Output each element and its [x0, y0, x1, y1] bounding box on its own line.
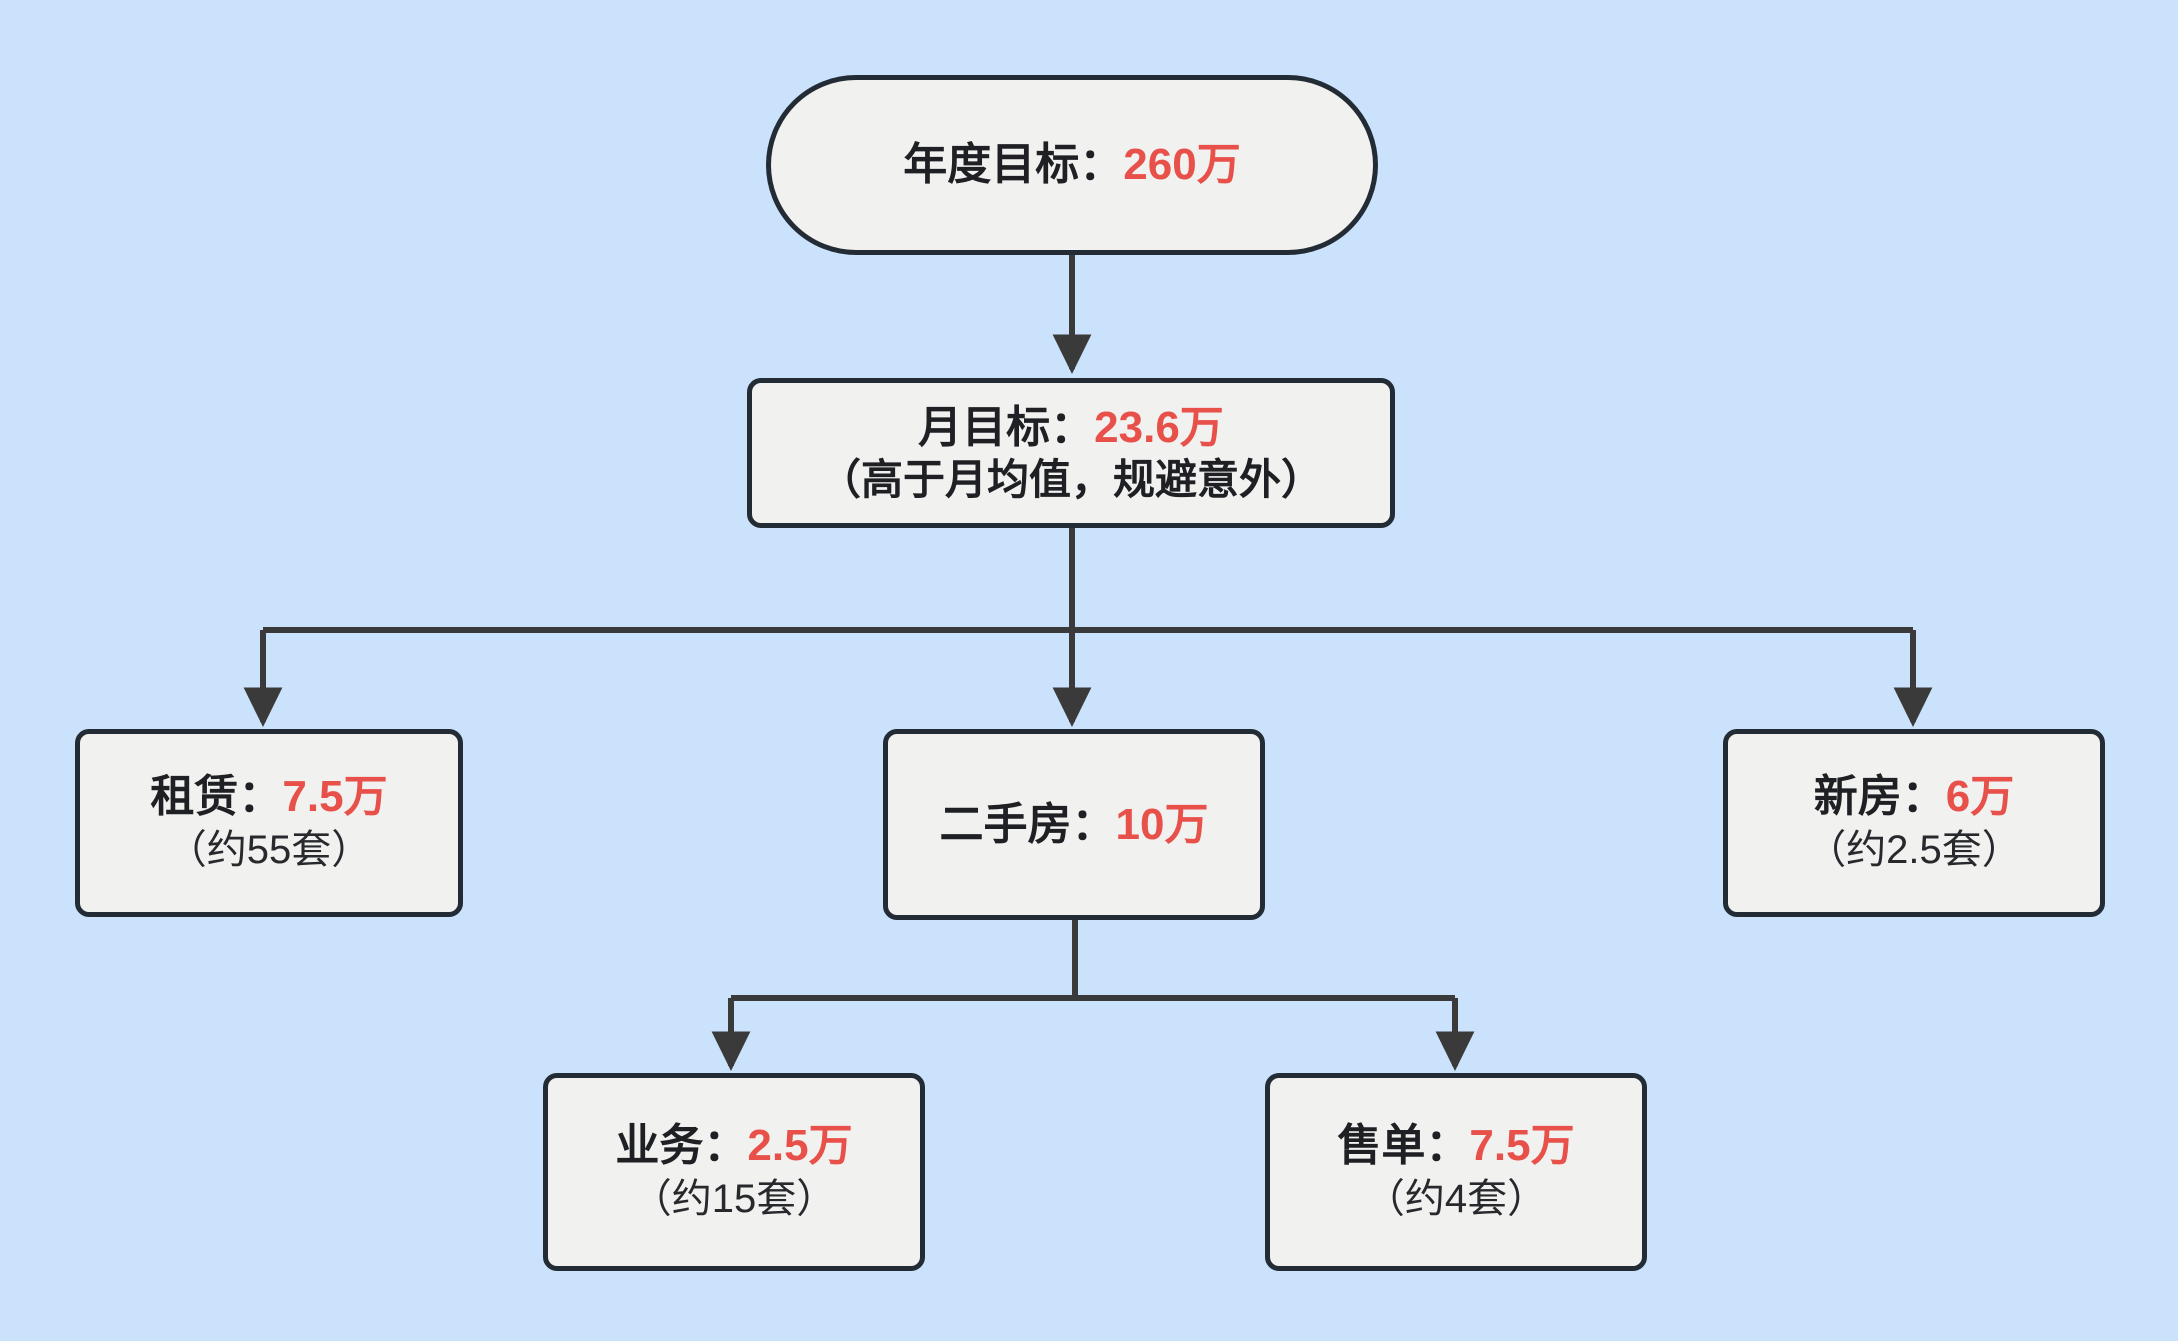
node-annual-target[interactable]: 年度目标：260万	[766, 75, 1378, 255]
node-resale-value: 10万	[1115, 799, 1209, 849]
node-business[interactable]: 业务：2.5万 （约15套）	[543, 1073, 925, 1271]
edge-resale-stem	[731, 920, 1455, 1001]
node-rental[interactable]: 租赁：7.5万 （约55套）	[75, 729, 463, 917]
node-new-house-note: （约2.5套）	[1806, 827, 2022, 872]
node-monthly-target-value: 23.6万	[1094, 402, 1224, 452]
node-rental-label: 租赁：7.5万	[150, 770, 387, 824]
node-closing-order-prefix: 售单：	[1337, 1121, 1470, 1171]
node-annual-target-label: 年度目标：260万	[903, 138, 1240, 192]
node-new-house-prefix: 新房：	[1813, 772, 1946, 822]
node-closing-order-value: 7.5万	[1469, 1121, 1575, 1171]
node-rental-prefix: 租赁：	[150, 772, 283, 822]
node-rental-value: 7.5万	[282, 772, 388, 822]
node-monthly-target[interactable]: 月目标：23.6万 （高于月均值，规避意外）	[747, 378, 1395, 528]
node-business-label: 业务：2.5万	[615, 1119, 852, 1173]
node-rental-note: （约55套）	[166, 827, 372, 872]
node-closing-order-note: （约4套）	[1364, 1176, 1548, 1221]
node-monthly-target-prefix: 月目标：	[918, 402, 1095, 452]
node-monthly-target-note: （高于月均值，规避意外）	[818, 456, 1323, 504]
node-business-note: （约15套）	[631, 1176, 837, 1221]
node-business-prefix: 业务：	[615, 1121, 748, 1171]
node-monthly-target-label: 月目标：23.6万	[918, 401, 1224, 455]
node-new-house[interactable]: 新房：6万 （约2.5套）	[1723, 729, 2105, 917]
node-closing-order-label: 售单：7.5万	[1337, 1119, 1574, 1173]
node-business-value: 2.5万	[747, 1121, 853, 1171]
node-new-house-value: 6万	[1945, 772, 2015, 822]
node-closing-order[interactable]: 售单：7.5万 （约4套）	[1265, 1073, 1647, 1271]
node-annual-target-value: 260万	[1123, 140, 1241, 190]
node-new-house-label: 新房：6万	[1814, 770, 2014, 824]
node-resale[interactable]: 二手房：10万	[883, 729, 1265, 920]
node-resale-label: 二手房：10万	[940, 798, 1209, 852]
node-annual-target-prefix: 年度目标：	[903, 140, 1124, 190]
node-resale-prefix: 二手房：	[939, 799, 1116, 849]
